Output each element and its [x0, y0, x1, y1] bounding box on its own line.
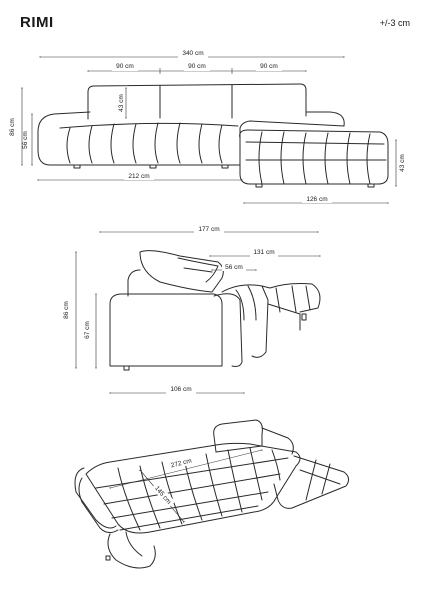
- backrest-height-label: 43 cm: [118, 94, 125, 112]
- side-total-height-label: 86 cm: [63, 301, 70, 319]
- side-view-sofa: [109, 250, 321, 371]
- front-total-height-label: 86 cm: [9, 118, 16, 136]
- bed-length-label: 272 cm: [170, 457, 192, 469]
- bed-view-sofa: [74, 419, 350, 569]
- main-section-width-label: 212 cm: [128, 173, 149, 180]
- front-dimensions: 340 cm 90 cm 90 cm 90 cm 43 cm 86 cm 56 …: [9, 50, 406, 205]
- front-view-sofa: [37, 83, 389, 188]
- chaise-height-label: 43 cm: [399, 154, 406, 172]
- side-depth-label: 106 cm: [170, 386, 191, 393]
- chaise-width-label: 126 cm: [306, 196, 327, 203]
- seat-module-2-label: 90 cm: [188, 63, 206, 70]
- model-name: RIMI: [20, 14, 54, 31]
- front-seat-height-label: 56 cm: [22, 131, 29, 149]
- chaise-length-label: 131 cm: [253, 249, 274, 256]
- bed-dimensions: 272 cm 145 cm: [109, 448, 263, 523]
- seat-module-3-label: 90 cm: [260, 63, 278, 70]
- tolerance-note: +/-3 cm: [379, 18, 410, 28]
- front-total-width-label: 340 cm: [182, 50, 203, 57]
- side-seat-height-label: 67 cm: [84, 321, 91, 339]
- seat-module-1-label: 90 cm: [116, 63, 134, 70]
- side-total-length-label: 177 cm: [198, 226, 219, 233]
- side-seat-depth-label: 56 cm: [225, 264, 243, 271]
- side-dimensions: 177 cm 131 cm 56 cm 86 cm 67 cm 106 cm: [63, 225, 321, 395]
